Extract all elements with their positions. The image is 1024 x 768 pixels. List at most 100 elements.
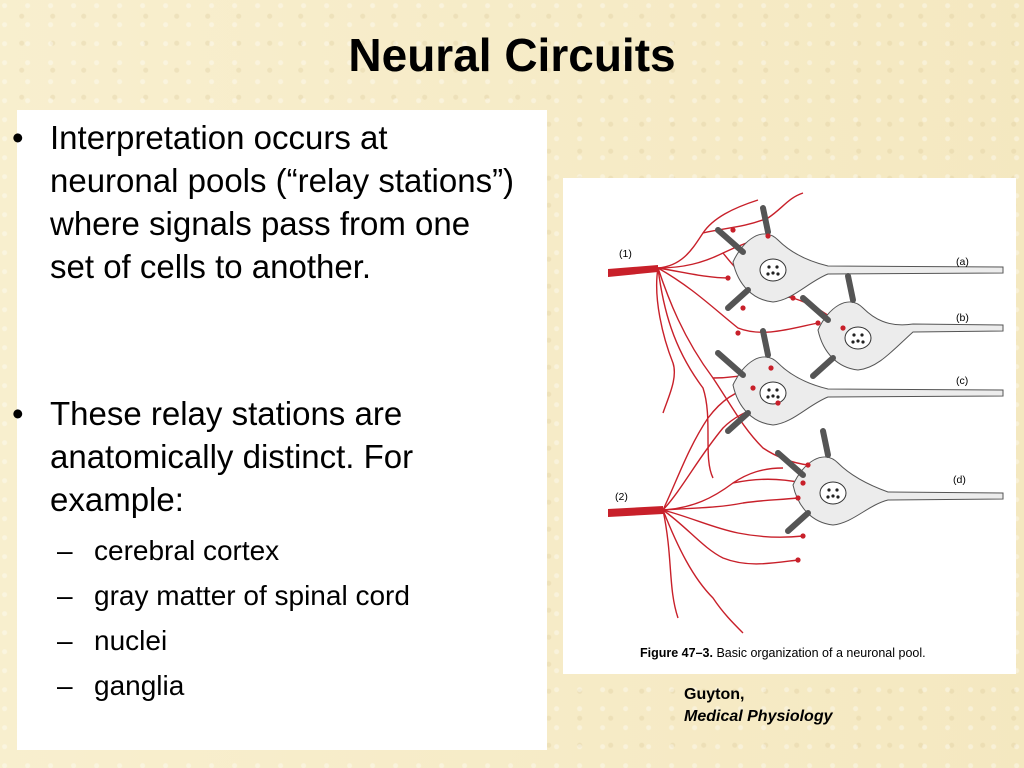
dendrite xyxy=(725,287,751,311)
neuron xyxy=(715,205,1004,311)
nucleolus xyxy=(836,495,840,499)
nucleolus xyxy=(766,395,770,399)
nucleolus xyxy=(776,395,780,399)
citation-author: Guyton, xyxy=(684,686,745,703)
input-trunk-1 xyxy=(608,265,658,277)
synaptic-terminal xyxy=(815,320,821,326)
dendrite xyxy=(810,355,836,379)
input-trunk-2 xyxy=(608,506,663,517)
input-label-2: (2) xyxy=(615,491,628,503)
input-fiber xyxy=(662,497,799,511)
input-label-1: (1) xyxy=(619,248,632,260)
bullet-marker: • xyxy=(12,119,24,156)
neuron xyxy=(715,328,1004,434)
sub-marker: – xyxy=(57,535,73,566)
nucleus xyxy=(819,481,847,505)
synaptic-terminal xyxy=(730,227,736,233)
synaptic-terminal xyxy=(765,233,771,239)
sub-bullet-item: –gray matter of spinal cord xyxy=(57,573,410,618)
synaptic-terminal xyxy=(725,275,731,281)
input-fiber xyxy=(732,478,804,484)
neuron-body xyxy=(792,456,1004,526)
output-label-b: (b) xyxy=(956,312,969,324)
bullet-text: Interpretation occurs at neuronal pools … xyxy=(50,119,515,285)
neuron xyxy=(800,273,1004,379)
input-fiber xyxy=(657,267,714,479)
sub-bullet-text: ganglia xyxy=(94,670,185,701)
dendrite xyxy=(785,510,811,534)
input-fiber xyxy=(662,509,799,565)
output-label-a: (a) xyxy=(956,256,969,268)
synaptic-terminal xyxy=(775,400,781,406)
nucleolus xyxy=(775,388,779,392)
synaptic-terminal xyxy=(750,385,756,391)
nucleolus xyxy=(861,340,865,344)
nucleolus xyxy=(767,388,771,392)
dendrite xyxy=(760,328,771,358)
neuron-body xyxy=(817,301,1004,371)
dendrite xyxy=(775,450,806,478)
synaptic-terminal xyxy=(768,365,774,371)
synaptic-terminal xyxy=(805,462,811,468)
nucleus xyxy=(844,326,872,350)
sub-bullet-text: nuclei xyxy=(94,625,168,656)
bullet-text: These relay stations are anatomically di… xyxy=(50,395,414,518)
figure-number: Figure 47–3. xyxy=(640,646,713,660)
synaptic-terminal xyxy=(840,325,846,331)
dendrite xyxy=(820,428,831,458)
dendrite xyxy=(800,295,831,323)
synaptic-terminal xyxy=(800,480,806,486)
nucleolus xyxy=(852,333,856,337)
dendrite xyxy=(715,227,746,255)
neuronal-pool-diagram xyxy=(607,192,1004,634)
figure-panel: (1) (2) (a) (b) (c) (d) Figure 47–3. Bas… xyxy=(563,178,1016,674)
nucleolus xyxy=(766,272,770,276)
sub-bullet-item: –nuclei xyxy=(57,618,410,663)
figure-caption: Figure 47–3. Basic organization of a neu… xyxy=(640,646,926,660)
nucleolus xyxy=(826,495,830,499)
citation: Guyton, Medical Physiology xyxy=(684,684,832,728)
neuron-body xyxy=(732,233,1004,303)
input-fiber xyxy=(662,509,744,634)
dendrite xyxy=(845,273,856,303)
nucleolus xyxy=(775,265,779,269)
synaptic-terminals xyxy=(725,227,846,563)
nucleolus xyxy=(827,488,831,492)
sub-marker: – xyxy=(57,625,73,656)
slide-title: Neural Circuits xyxy=(348,29,676,81)
neuron-body xyxy=(732,356,1004,426)
synaptic-terminal xyxy=(795,557,801,563)
sub-bullet-list: –cerebral cortex –gray matter of spinal … xyxy=(57,528,410,708)
bullet-marker: • xyxy=(12,395,24,432)
nucleus xyxy=(759,258,787,282)
output-label-d: (d) xyxy=(953,474,966,486)
input-fiber xyxy=(655,267,675,414)
nucleolus xyxy=(831,494,835,498)
bullet-item: • Interpretation occurs at neuronal pool… xyxy=(12,116,517,288)
synaptic-terminal xyxy=(800,533,806,539)
nucleolus xyxy=(771,394,775,398)
dendrite xyxy=(760,205,771,235)
synaptic-terminal xyxy=(735,330,741,336)
output-label-c: (c) xyxy=(956,375,969,387)
sub-bullet-text: gray matter of spinal cord xyxy=(94,580,410,611)
nucleolus xyxy=(851,340,855,344)
sub-bullet-item: –ganglia xyxy=(57,663,410,708)
dendrite xyxy=(725,410,751,434)
citation-work: Medical Physiology xyxy=(684,708,833,725)
nucleolus xyxy=(771,271,775,275)
sub-marker: – xyxy=(57,580,73,611)
input-fiber xyxy=(712,377,809,466)
input-fiber xyxy=(662,509,679,619)
text-panel xyxy=(17,110,547,750)
nucleolus xyxy=(856,339,860,343)
neurons xyxy=(715,205,1004,534)
sub-marker: – xyxy=(57,670,73,701)
nucleus xyxy=(759,381,787,405)
synaptic-terminal xyxy=(795,495,801,501)
input-fiber xyxy=(657,267,729,279)
dendrite xyxy=(715,350,746,378)
figure-caption-text: Basic organization of a neuronal pool. xyxy=(716,646,926,660)
synaptic-terminal xyxy=(790,295,796,301)
input-fiber xyxy=(607,467,784,514)
